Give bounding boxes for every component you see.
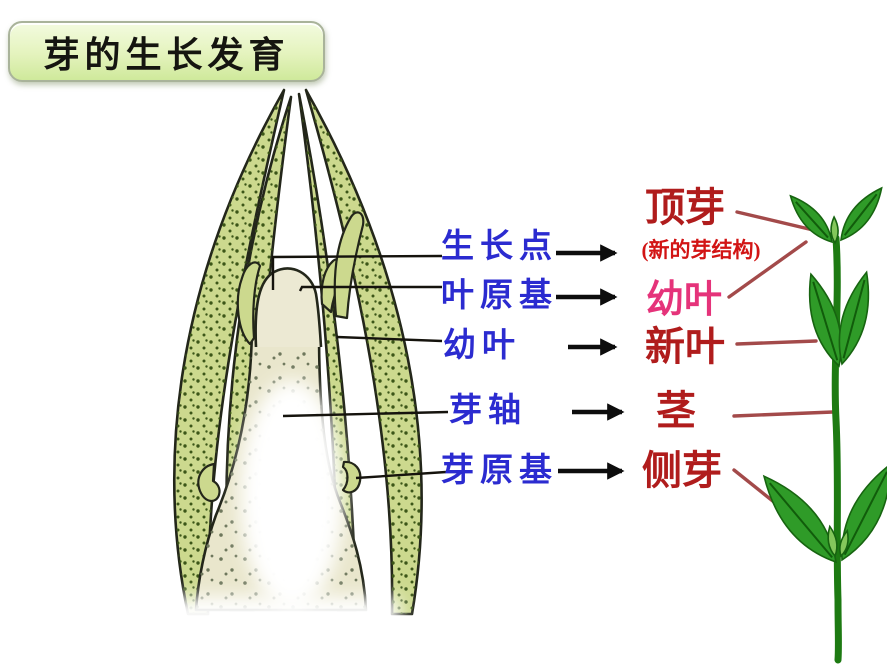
bud-axis-highlight — [240, 380, 344, 610]
terminal-bud-tip — [830, 215, 839, 245]
connector-young-leaf — [727, 240, 808, 299]
result-terminal-bud: 顶芽 — [645, 185, 725, 230]
lateral-bud-2 — [839, 528, 849, 558]
result-new-leaf: 新叶 — [645, 324, 725, 369]
page-title: 芽的生长发育 — [43, 34, 290, 75]
result-young-leaf: 幼叶 — [645, 279, 722, 321]
term-leaf-primordium: 叶原基 — [441, 278, 558, 314]
bud-primordium-bump-left — [197, 462, 221, 502]
leaf-bottom-left — [762, 474, 838, 564]
title-box: 芽的生长发育 — [8, 21, 325, 82]
plant-twig-illustration — [762, 186, 887, 664]
connector-stem — [732, 410, 835, 418]
pointer-leaf-primordium — [298, 285, 442, 292]
term-bud-axis: 芽轴 — [449, 393, 527, 429]
pointer-growing-point — [271, 254, 443, 290]
leaf-bottom-right — [841, 462, 887, 562]
plant-stem — [831, 234, 842, 664]
growing-point-dome — [254, 267, 323, 348]
mapping-arrows — [556, 244, 625, 480]
result-lateral-bud: 侧芽 — [642, 448, 722, 493]
result-terminal-bud-note: (新的芽结构) — [641, 238, 761, 262]
term-young-leaf: 幼叶 — [443, 328, 521, 364]
pointer-bud-primordium — [355, 470, 447, 480]
leaf-primordium-left — [236, 261, 262, 346]
bud-section-illustration — [150, 88, 423, 631]
inner-young-leaf — [333, 211, 365, 320]
pointer-bud-axis — [282, 410, 449, 418]
pointer-lines — [271, 254, 449, 480]
term-bud-primordium: 芽原基 — [441, 453, 558, 489]
lateral-bud — [827, 524, 838, 558]
result-stem: 茎 — [656, 388, 696, 433]
bud-primordium-bump-right — [341, 460, 362, 494]
connector-new-leaf — [735, 339, 818, 346]
base-fade — [150, 597, 400, 631]
pointer-young-leaf — [336, 335, 443, 343]
leaf-top-right — [840, 186, 883, 242]
leaf-top-left — [789, 194, 834, 244]
leaf-mid-right — [838, 270, 870, 366]
term-growing-point: 生长点 — [441, 229, 558, 265]
